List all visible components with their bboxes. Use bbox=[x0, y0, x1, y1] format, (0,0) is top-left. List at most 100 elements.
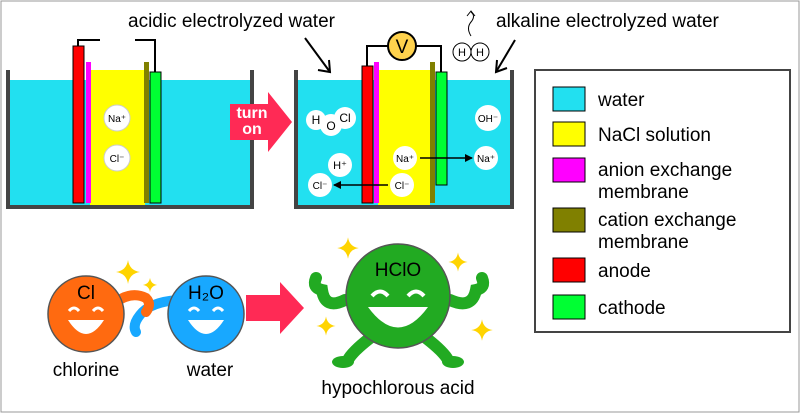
ion-oh-minus bbox=[475, 105, 501, 131]
cation-membrane-left bbox=[144, 62, 149, 203]
legend: water NaCl solution anion exchange membr… bbox=[534, 69, 791, 333]
h2-rising-squiggle bbox=[468, 11, 474, 37]
legend-label-cathode: cathode bbox=[598, 298, 666, 319]
legend-label-cation-2: membrane bbox=[598, 232, 689, 253]
hocl-o-label: O bbox=[326, 119, 335, 133]
anion-membrane-left bbox=[86, 62, 91, 203]
legend-label-cation-1: cation exchange bbox=[598, 210, 736, 231]
hclo-leg-left bbox=[342, 332, 376, 366]
turn-on-label-2: on bbox=[242, 121, 262, 138]
chlorine-eye-left bbox=[67, 306, 81, 313]
alkaline-pointer bbox=[495, 39, 516, 73]
cathode-right bbox=[435, 71, 448, 186]
sparkle-icon bbox=[448, 252, 468, 272]
sparkle-icon bbox=[471, 319, 493, 341]
legend-swatch-anion bbox=[552, 157, 586, 183]
water-formula: H₂O bbox=[188, 283, 224, 304]
anode-right bbox=[361, 65, 374, 204]
legend-swatch-anode bbox=[552, 257, 586, 283]
sparkle-icon bbox=[337, 237, 359, 259]
legend-label-water: water bbox=[597, 90, 645, 111]
legend-label-anode: anode bbox=[598, 261, 651, 282]
cathode-left bbox=[149, 71, 162, 204]
hocl-cl-ball bbox=[334, 107, 356, 129]
turn-on-arrow: turn on bbox=[230, 92, 292, 152]
voltmeter bbox=[387, 31, 417, 61]
legend-label-anion-2: membrane bbox=[598, 182, 689, 203]
legend-swatch-cation bbox=[552, 207, 586, 233]
h2-gas-left-label: H bbox=[458, 47, 466, 59]
hclo-foot-left bbox=[332, 356, 354, 368]
sparkle-icon bbox=[316, 316, 336, 336]
hclo-formula: HClO bbox=[375, 260, 421, 281]
ion-cl-left bbox=[103, 144, 131, 172]
sparkle-icon bbox=[142, 277, 158, 293]
legend-label-anion-1: anion exchange bbox=[598, 160, 732, 181]
water-label: water bbox=[186, 360, 234, 381]
reaction-illustration: Cl H₂O chlorine water HClO hypochlorous … bbox=[47, 237, 493, 399]
wire-left bbox=[77, 39, 156, 72]
ion-cl-out-label: Cl⁻ bbox=[313, 181, 328, 192]
hclo-eye-right bbox=[406, 289, 426, 298]
chlorine-formula: Cl bbox=[77, 283, 95, 304]
sparkle-icon bbox=[116, 260, 140, 284]
ion-cl-out bbox=[308, 173, 332, 197]
turn-on-label-1: turn bbox=[236, 105, 267, 122]
hclo-mouth bbox=[368, 307, 428, 328]
hypochlorous-label: hypochlorous acid bbox=[321, 378, 474, 399]
legend-swatch-cathode bbox=[552, 294, 586, 320]
tank-wall-right bbox=[294, 70, 514, 209]
ion-h-plus bbox=[328, 153, 352, 177]
ion-na-left-label: Na⁺ bbox=[108, 114, 126, 125]
alkaline-pointer-head bbox=[494, 59, 508, 74]
water-arm bbox=[129, 295, 183, 337]
ion-na-mid bbox=[393, 146, 417, 170]
acidic-label: acidic electrolyzed water bbox=[128, 11, 336, 32]
water-eye-right bbox=[211, 306, 225, 313]
anion-membrane-right bbox=[374, 62, 379, 203]
hclo-arm-right bbox=[444, 272, 490, 310]
ion-cl-left-label: Cl⁻ bbox=[110, 154, 125, 165]
hclo-leg-right bbox=[420, 332, 454, 366]
ion-na-mid-label: Na⁺ bbox=[396, 154, 414, 165]
ion-cl-mid-label: Cl⁻ bbox=[395, 181, 410, 192]
tank-before: Na⁺ Cl⁻ bbox=[6, 39, 254, 209]
legend-box bbox=[534, 69, 791, 333]
h2-gas-right-label: H bbox=[476, 47, 484, 59]
voltmeter-label: V bbox=[396, 37, 409, 58]
h2-gas-right bbox=[470, 42, 490, 62]
water-ball bbox=[167, 275, 245, 353]
ion-na-left bbox=[103, 104, 131, 132]
turn-on-arrow-shape bbox=[230, 92, 292, 152]
hclo-ball bbox=[345, 243, 451, 349]
hclo-arm-left bbox=[308, 272, 351, 310]
acidic-pointer-head bbox=[317, 59, 332, 74]
hocl-cl-label: Cl bbox=[339, 111, 350, 125]
anode-left bbox=[72, 45, 85, 204]
hclo-eye-left bbox=[370, 289, 390, 298]
reaction-arrow bbox=[246, 282, 304, 334]
ion-na-right-label: Na⁺ bbox=[477, 154, 495, 165]
legend-swatch-water bbox=[552, 86, 586, 112]
chlorine-mouth bbox=[68, 320, 104, 334]
cation-membrane-right bbox=[430, 62, 435, 203]
water-eye-left bbox=[187, 306, 201, 313]
ion-h-plus-label: H⁺ bbox=[333, 160, 347, 172]
legend-swatch-nacl bbox=[552, 121, 586, 147]
hclo-foot-right bbox=[442, 356, 464, 368]
wire-right bbox=[366, 45, 442, 72]
chlorine-ball bbox=[47, 275, 125, 353]
chlorine-label: chlorine bbox=[53, 360, 120, 381]
alkaline-label: alkaline electrolyzed water bbox=[496, 11, 720, 32]
h2-rising-tip bbox=[466, 10, 476, 17]
ion-oh-minus-label: OH⁻ bbox=[478, 114, 498, 125]
water-mouth bbox=[188, 320, 224, 334]
acidic-pointer bbox=[304, 37, 331, 73]
ion-na-right bbox=[474, 146, 498, 170]
chlorine-arm bbox=[107, 290, 154, 317]
ion-cl-mid bbox=[390, 173, 414, 197]
legend-label-nacl: NaCl solution bbox=[598, 125, 711, 146]
